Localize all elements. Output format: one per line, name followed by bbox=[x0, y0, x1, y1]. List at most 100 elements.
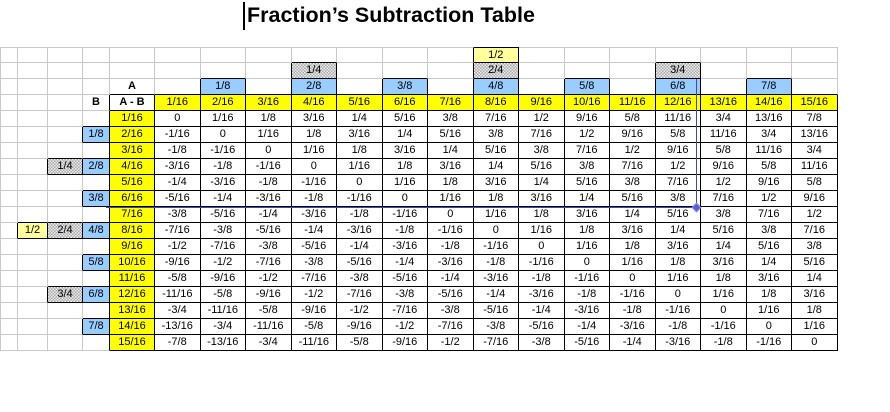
value-cell[interactable]: 3/16 bbox=[564, 207, 610, 223]
value-cell[interactable]: -1/4 bbox=[337, 239, 383, 255]
value-cell[interactable]: -11/16 bbox=[246, 319, 292, 335]
row-header-half[interactable]: 1/2 bbox=[18, 223, 48, 239]
value-cell[interactable]: -3/8 bbox=[473, 319, 519, 335]
value-cell[interactable]: 5/16 bbox=[428, 127, 474, 143]
value-cell[interactable]: 11/16 bbox=[746, 143, 792, 159]
value-cell[interactable]: 5/16 bbox=[564, 175, 610, 191]
value-cell[interactable]: 3/16 bbox=[655, 239, 701, 255]
value-cell[interactable]: -1/8 bbox=[246, 175, 292, 191]
value-cell[interactable]: 9/16 bbox=[610, 127, 656, 143]
value-cell[interactable]: -5/8 bbox=[337, 335, 383, 351]
value-cell[interactable]: 5/8 bbox=[701, 143, 747, 159]
value-cell[interactable]: 5/16 bbox=[473, 143, 519, 159]
value-cell[interactable]: -7/16 bbox=[473, 335, 519, 351]
value-cell[interactable]: -13/16 bbox=[200, 335, 246, 351]
value-cell[interactable]: -7/16 bbox=[337, 287, 383, 303]
value-cell[interactable]: -3/16 bbox=[428, 255, 474, 271]
value-cell[interactable]: -1/4 bbox=[200, 191, 246, 207]
value-cell[interactable]: -1/16 bbox=[610, 287, 656, 303]
row-header-16th[interactable]: 9/16 bbox=[110, 239, 155, 255]
col-header-quarter[interactable]: 2/4 bbox=[473, 63, 519, 79]
value-cell[interactable]: 5/16 bbox=[701, 223, 747, 239]
value-cell[interactable]: -5/16 bbox=[382, 271, 428, 287]
value-cell[interactable]: 3/16 bbox=[428, 159, 474, 175]
value-cell[interactable]: -1/4 bbox=[564, 319, 610, 335]
value-cell[interactable]: -1/8 bbox=[473, 255, 519, 271]
value-cell[interactable]: 5/8 bbox=[655, 127, 701, 143]
value-cell[interactable]: 11/16 bbox=[792, 159, 838, 175]
a-minus-b-header[interactable]: A - B bbox=[110, 95, 155, 111]
col-header-16th[interactable]: 6/16 bbox=[382, 95, 428, 111]
value-cell[interactable]: -11/16 bbox=[200, 303, 246, 319]
row-header-16th[interactable]: 14/16 bbox=[110, 319, 155, 335]
value-cell[interactable]: 1/16 bbox=[246, 127, 292, 143]
value-cell[interactable]: 11/16 bbox=[701, 127, 747, 143]
value-cell[interactable]: 3/8 bbox=[655, 191, 701, 207]
value-cell[interactable]: 3/16 bbox=[473, 175, 519, 191]
value-cell[interactable]: 3/8 bbox=[701, 207, 747, 223]
value-cell[interactable]: -5/16 bbox=[564, 335, 610, 351]
value-cell[interactable]: 0 bbox=[519, 239, 565, 255]
value-cell[interactable]: -1/16 bbox=[382, 207, 428, 223]
value-cell[interactable]: -5/16 bbox=[519, 319, 565, 335]
value-cell[interactable]: -9/16 bbox=[382, 335, 428, 351]
col-header-16th[interactable]: 13/16 bbox=[701, 95, 747, 111]
value-cell[interactable]: -3/16 bbox=[564, 303, 610, 319]
value-cell[interactable]: -5/8 bbox=[155, 271, 201, 287]
value-cell[interactable]: -3/8 bbox=[428, 303, 474, 319]
value-cell[interactable]: -3/8 bbox=[382, 287, 428, 303]
value-cell[interactable]: -7/16 bbox=[200, 239, 246, 255]
value-cell[interactable]: 9/16 bbox=[564, 111, 610, 127]
row-header-quarter[interactable]: 2/4 bbox=[48, 223, 83, 239]
value-cell[interactable]: 0 bbox=[746, 319, 792, 335]
value-cell[interactable]: -1/8 bbox=[519, 271, 565, 287]
col-header-half[interactable]: 1/2 bbox=[473, 47, 519, 63]
value-cell[interactable]: 1/2 bbox=[519, 111, 565, 127]
value-cell[interactable]: -1/4 bbox=[428, 271, 474, 287]
value-cell[interactable]: 1/16 bbox=[519, 223, 565, 239]
value-cell[interactable]: -1/4 bbox=[610, 335, 656, 351]
value-cell[interactable]: 3/8 bbox=[746, 223, 792, 239]
value-cell[interactable]: 1/8 bbox=[519, 207, 565, 223]
value-cell[interactable]: 1/4 bbox=[610, 207, 656, 223]
value-cell[interactable]: 7/16 bbox=[792, 223, 838, 239]
value-cell[interactable]: 3/16 bbox=[792, 287, 838, 303]
value-cell[interactable]: -1/2 bbox=[200, 255, 246, 271]
value-cell[interactable]: -7/16 bbox=[382, 303, 428, 319]
value-cell[interactable]: -1/8 bbox=[155, 143, 201, 159]
col-header-16th[interactable]: 2/16 bbox=[200, 95, 246, 111]
value-cell[interactable]: 1/16 bbox=[473, 207, 519, 223]
value-cell[interactable]: 1/8 bbox=[792, 303, 838, 319]
value-cell[interactable]: -7/16 bbox=[155, 223, 201, 239]
value-cell[interactable]: 7/8 bbox=[792, 111, 838, 127]
row-header-16th[interactable]: 12/16 bbox=[110, 287, 155, 303]
value-cell[interactable]: -3/16 bbox=[382, 239, 428, 255]
value-cell[interactable]: -1/16 bbox=[746, 335, 792, 351]
value-cell[interactable]: -7/16 bbox=[246, 255, 292, 271]
value-cell[interactable]: -1/16 bbox=[473, 239, 519, 255]
value-cell[interactable]: 5/8 bbox=[792, 175, 838, 191]
value-cell[interactable]: -1/8 bbox=[337, 207, 383, 223]
row-header-eighth[interactable]: 3/8 bbox=[83, 191, 110, 207]
value-cell[interactable]: -5/16 bbox=[200, 207, 246, 223]
value-cell[interactable]: -1/16 bbox=[155, 127, 201, 143]
value-cell[interactable]: 0 bbox=[291, 159, 337, 175]
col-header-eighth[interactable]: 1/8 bbox=[200, 79, 246, 95]
value-cell[interactable]: 1/16 bbox=[610, 255, 656, 271]
row-header-16th[interactable]: 1/16 bbox=[110, 111, 155, 127]
value-cell[interactable]: 1/2 bbox=[655, 159, 701, 175]
value-cell[interactable]: 9/16 bbox=[792, 191, 838, 207]
value-cell[interactable]: 5/16 bbox=[519, 159, 565, 175]
value-cell[interactable]: 0 bbox=[428, 207, 474, 223]
value-cell[interactable]: 3/8 bbox=[564, 159, 610, 175]
value-cell[interactable]: 5/16 bbox=[655, 207, 701, 223]
value-cell[interactable]: 1/4 bbox=[519, 175, 565, 191]
row-header-quarter[interactable]: 3/4 bbox=[48, 287, 83, 303]
row-header-16th[interactable]: 7/16 bbox=[110, 207, 155, 223]
value-cell[interactable]: 1/16 bbox=[792, 319, 838, 335]
annotation-horizontal-line[interactable] bbox=[106, 207, 697, 208]
value-cell[interactable]: -9/16 bbox=[200, 271, 246, 287]
col-header-eighth[interactable]: 6/8 bbox=[655, 79, 701, 95]
value-cell[interactable]: -9/16 bbox=[155, 255, 201, 271]
value-cell[interactable]: 1/4 bbox=[337, 111, 383, 127]
